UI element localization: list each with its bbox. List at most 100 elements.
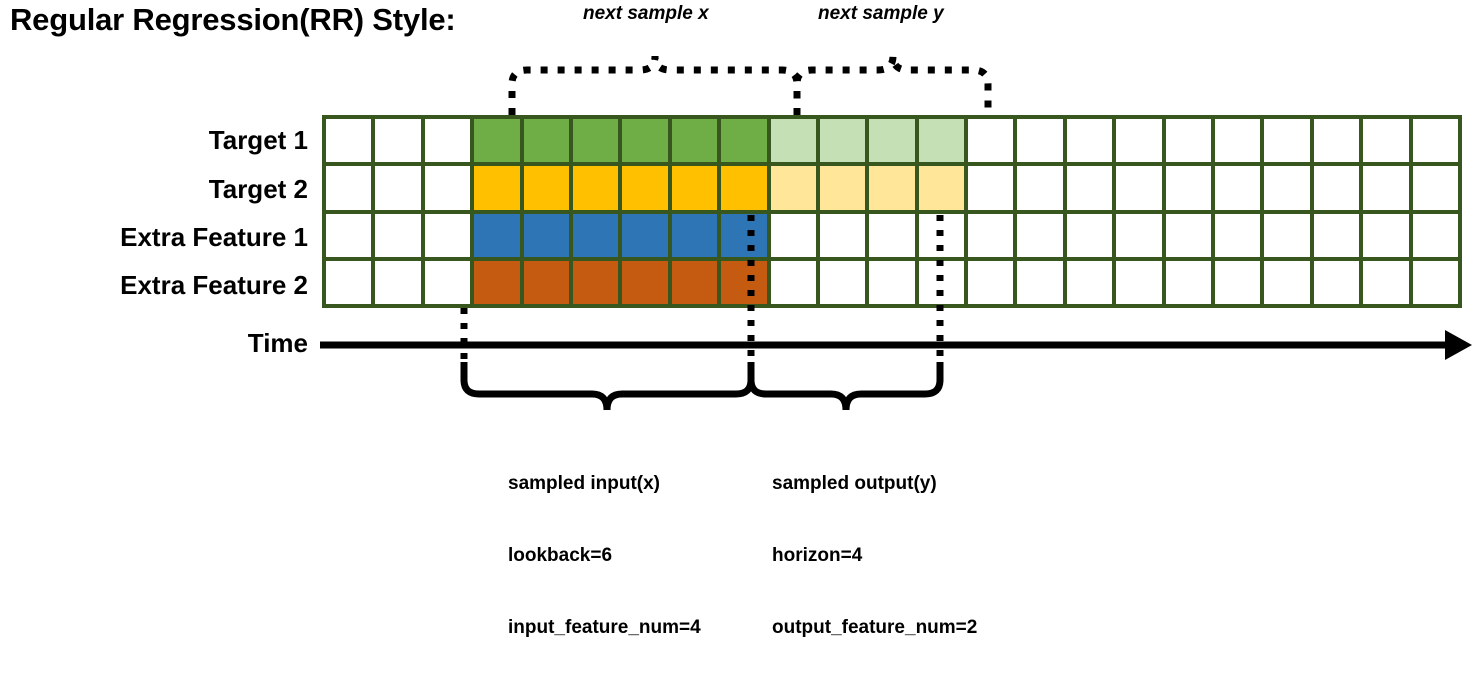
grid-cell-input-r2-c7 bbox=[671, 213, 718, 257]
grid-cell-empty-r2-c22 bbox=[1412, 213, 1458, 257]
grid-cell-empty-r3-c13 bbox=[968, 260, 1014, 304]
grid-cell-empty-r0-c0 bbox=[326, 119, 372, 163]
grid-cell-output-r1-c11 bbox=[869, 166, 915, 210]
grid-cell-empty-r2-c16 bbox=[1116, 213, 1162, 257]
time-axis-arrowhead bbox=[1445, 330, 1472, 360]
grid-cell-input-r2-c5 bbox=[572, 213, 619, 257]
grid-cell-empty-r3-c20 bbox=[1313, 260, 1360, 304]
grid-cell-empty-r3-c1 bbox=[375, 260, 421, 304]
grid-cell-empty-r3-c18 bbox=[1215, 260, 1261, 304]
grid-cell-empty-r1-c20 bbox=[1313, 166, 1360, 210]
grid-cell-empty-r2-c20 bbox=[1313, 213, 1360, 257]
brace-next-sample-x bbox=[508, 55, 801, 115]
grid-cell-output-r0-c9 bbox=[770, 119, 816, 163]
grid-cell-empty-r3-c17 bbox=[1165, 260, 1212, 304]
time-axis-label: Time bbox=[247, 328, 308, 358]
grid-cell-input-r2-c4 bbox=[523, 213, 569, 257]
grid-cell-empty-r1-c18 bbox=[1215, 166, 1261, 210]
grid-cell-empty-r1-c21 bbox=[1363, 166, 1409, 210]
grid-cell-empty-r3-c0 bbox=[326, 260, 372, 304]
grid-cell-input-r3-c4 bbox=[523, 260, 569, 304]
row-label-extra-feature-2: Extra Feature 2 bbox=[120, 270, 308, 300]
grid-cell-empty-r1-c19 bbox=[1264, 166, 1310, 210]
grid-cell-empty-r0-c19 bbox=[1264, 119, 1310, 163]
grid-cell-output-r1-c10 bbox=[819, 166, 866, 210]
grid-cell-input-r2-c3 bbox=[474, 213, 520, 257]
input-desc-line-2: lookback=6 bbox=[508, 545, 613, 566]
grid-cell-output-r1-c12 bbox=[918, 166, 965, 210]
grid-cell-empty-r0-c1 bbox=[375, 119, 421, 163]
grid-cell-empty-r0-c21 bbox=[1363, 119, 1409, 163]
grid-cell-empty-r1-c2 bbox=[424, 166, 471, 210]
grid-cell-input-r0-c8 bbox=[721, 119, 767, 163]
grid-cell-input-r3-c3 bbox=[474, 260, 520, 304]
output-desc-line-2: horizon=4 bbox=[772, 545, 863, 566]
output-description-block: sampled output(y) horizon=4 output_featu… bbox=[772, 424, 977, 688]
grid-cell-input-r1-c6 bbox=[622, 166, 668, 210]
grid-cell-input-r0-c7 bbox=[671, 119, 718, 163]
grid-cell-empty-r1-c0 bbox=[326, 166, 372, 210]
grid-cell-empty-r1-c17 bbox=[1165, 166, 1212, 210]
grid-cell-input-r3-c7 bbox=[671, 260, 718, 304]
grid-cell-input-r2-c6 bbox=[622, 213, 668, 257]
grid-cell-input-r0-c5 bbox=[572, 119, 619, 163]
timeseries-grid bbox=[322, 115, 1462, 308]
grid-cell-empty-r3-c19 bbox=[1264, 260, 1310, 304]
grid-cell-input-r1-c7 bbox=[671, 166, 718, 210]
grid-cell-input-r1-c4 bbox=[523, 166, 569, 210]
grid-cell-empty-r3-c12 bbox=[918, 260, 965, 304]
grid-cell-empty-r3-c9 bbox=[770, 260, 816, 304]
grid-cell-empty-r3-c2 bbox=[424, 260, 471, 304]
grid-cell-empty-r1-c14 bbox=[1017, 166, 1063, 210]
grid-cell-empty-r0-c15 bbox=[1066, 119, 1113, 163]
grid-cell-empty-r2-c0 bbox=[326, 213, 372, 257]
grid-cell-empty-r0-c2 bbox=[424, 119, 471, 163]
output-desc-line-1: sampled output(y) bbox=[772, 473, 937, 494]
grid-cell-empty-r0-c20 bbox=[1313, 119, 1360, 163]
grid-cell-empty-r0-c14 bbox=[1017, 119, 1063, 163]
grid-cell-empty-r2-c14 bbox=[1017, 213, 1063, 257]
grid-cell-empty-r0-c17 bbox=[1165, 119, 1212, 163]
diagram-canvas: Regular Regression(RR) Style: next sampl… bbox=[10, 2, 1472, 638]
grid-cell-empty-r3-c10 bbox=[819, 260, 866, 304]
input-desc-line-3: input_feature_num=4 bbox=[508, 617, 701, 638]
grid-cell-empty-r2-c15 bbox=[1066, 213, 1113, 257]
grid-cell-input-r0-c6 bbox=[622, 119, 668, 163]
grid-cell-empty-r2-c10 bbox=[819, 213, 866, 257]
annotation-next-sample-y: next sample y bbox=[818, 3, 944, 24]
brace-sampled-output bbox=[747, 362, 944, 411]
grid-cell-output-r1-c9 bbox=[770, 166, 816, 210]
grid-cell-empty-r1-c22 bbox=[1412, 166, 1458, 210]
grid-cell-input-r3-c5 bbox=[572, 260, 619, 304]
grid-cell-empty-r0-c16 bbox=[1116, 119, 1162, 163]
grid-cell-input-r3-c8 bbox=[721, 260, 767, 304]
grid-cell-empty-r3-c11 bbox=[869, 260, 915, 304]
grid-cell-input-r1-c8 bbox=[721, 166, 767, 210]
grid-cell-input-r0-c3 bbox=[474, 119, 520, 163]
grid-cell-empty-r2-c17 bbox=[1165, 213, 1212, 257]
grid-cell-input-r0-c4 bbox=[523, 119, 569, 163]
brace-next-sample-y bbox=[793, 55, 992, 115]
grid-cell-input-r1-c3 bbox=[474, 166, 520, 210]
brace-sampled-input bbox=[460, 362, 755, 411]
grid-cell-empty-r1-c13 bbox=[968, 166, 1014, 210]
grid-cell-empty-r2-c11 bbox=[869, 213, 915, 257]
grid-cell-empty-r0-c13 bbox=[968, 119, 1014, 163]
grid-cell-output-r0-c12 bbox=[918, 119, 965, 163]
grid-cell-empty-r1-c16 bbox=[1116, 166, 1162, 210]
grid-cell-input-r1-c5 bbox=[572, 166, 619, 210]
grid-cell-empty-r2-c19 bbox=[1264, 213, 1310, 257]
page-title: Regular Regression(RR) Style: bbox=[10, 2, 456, 37]
grid-cell-empty-r2-c13 bbox=[968, 213, 1014, 257]
grid-cell-empty-r2-c1 bbox=[375, 213, 421, 257]
grid-cell-empty-r3-c14 bbox=[1017, 260, 1063, 304]
grid-cell-empty-r3-c22 bbox=[1412, 260, 1458, 304]
output-desc-line-3: output_feature_num=2 bbox=[772, 617, 978, 638]
row-label-target-1: Target 1 bbox=[208, 125, 308, 155]
grid-cell-empty-r2-c12 bbox=[918, 213, 965, 257]
grid-cell-empty-r0-c22 bbox=[1412, 119, 1458, 163]
grid-cell-output-r0-c10 bbox=[819, 119, 866, 163]
grid-cell-empty-r0-c18 bbox=[1215, 119, 1261, 163]
grid-cell-input-r2-c8 bbox=[721, 213, 767, 257]
annotation-next-sample-x: next sample x bbox=[583, 3, 709, 24]
